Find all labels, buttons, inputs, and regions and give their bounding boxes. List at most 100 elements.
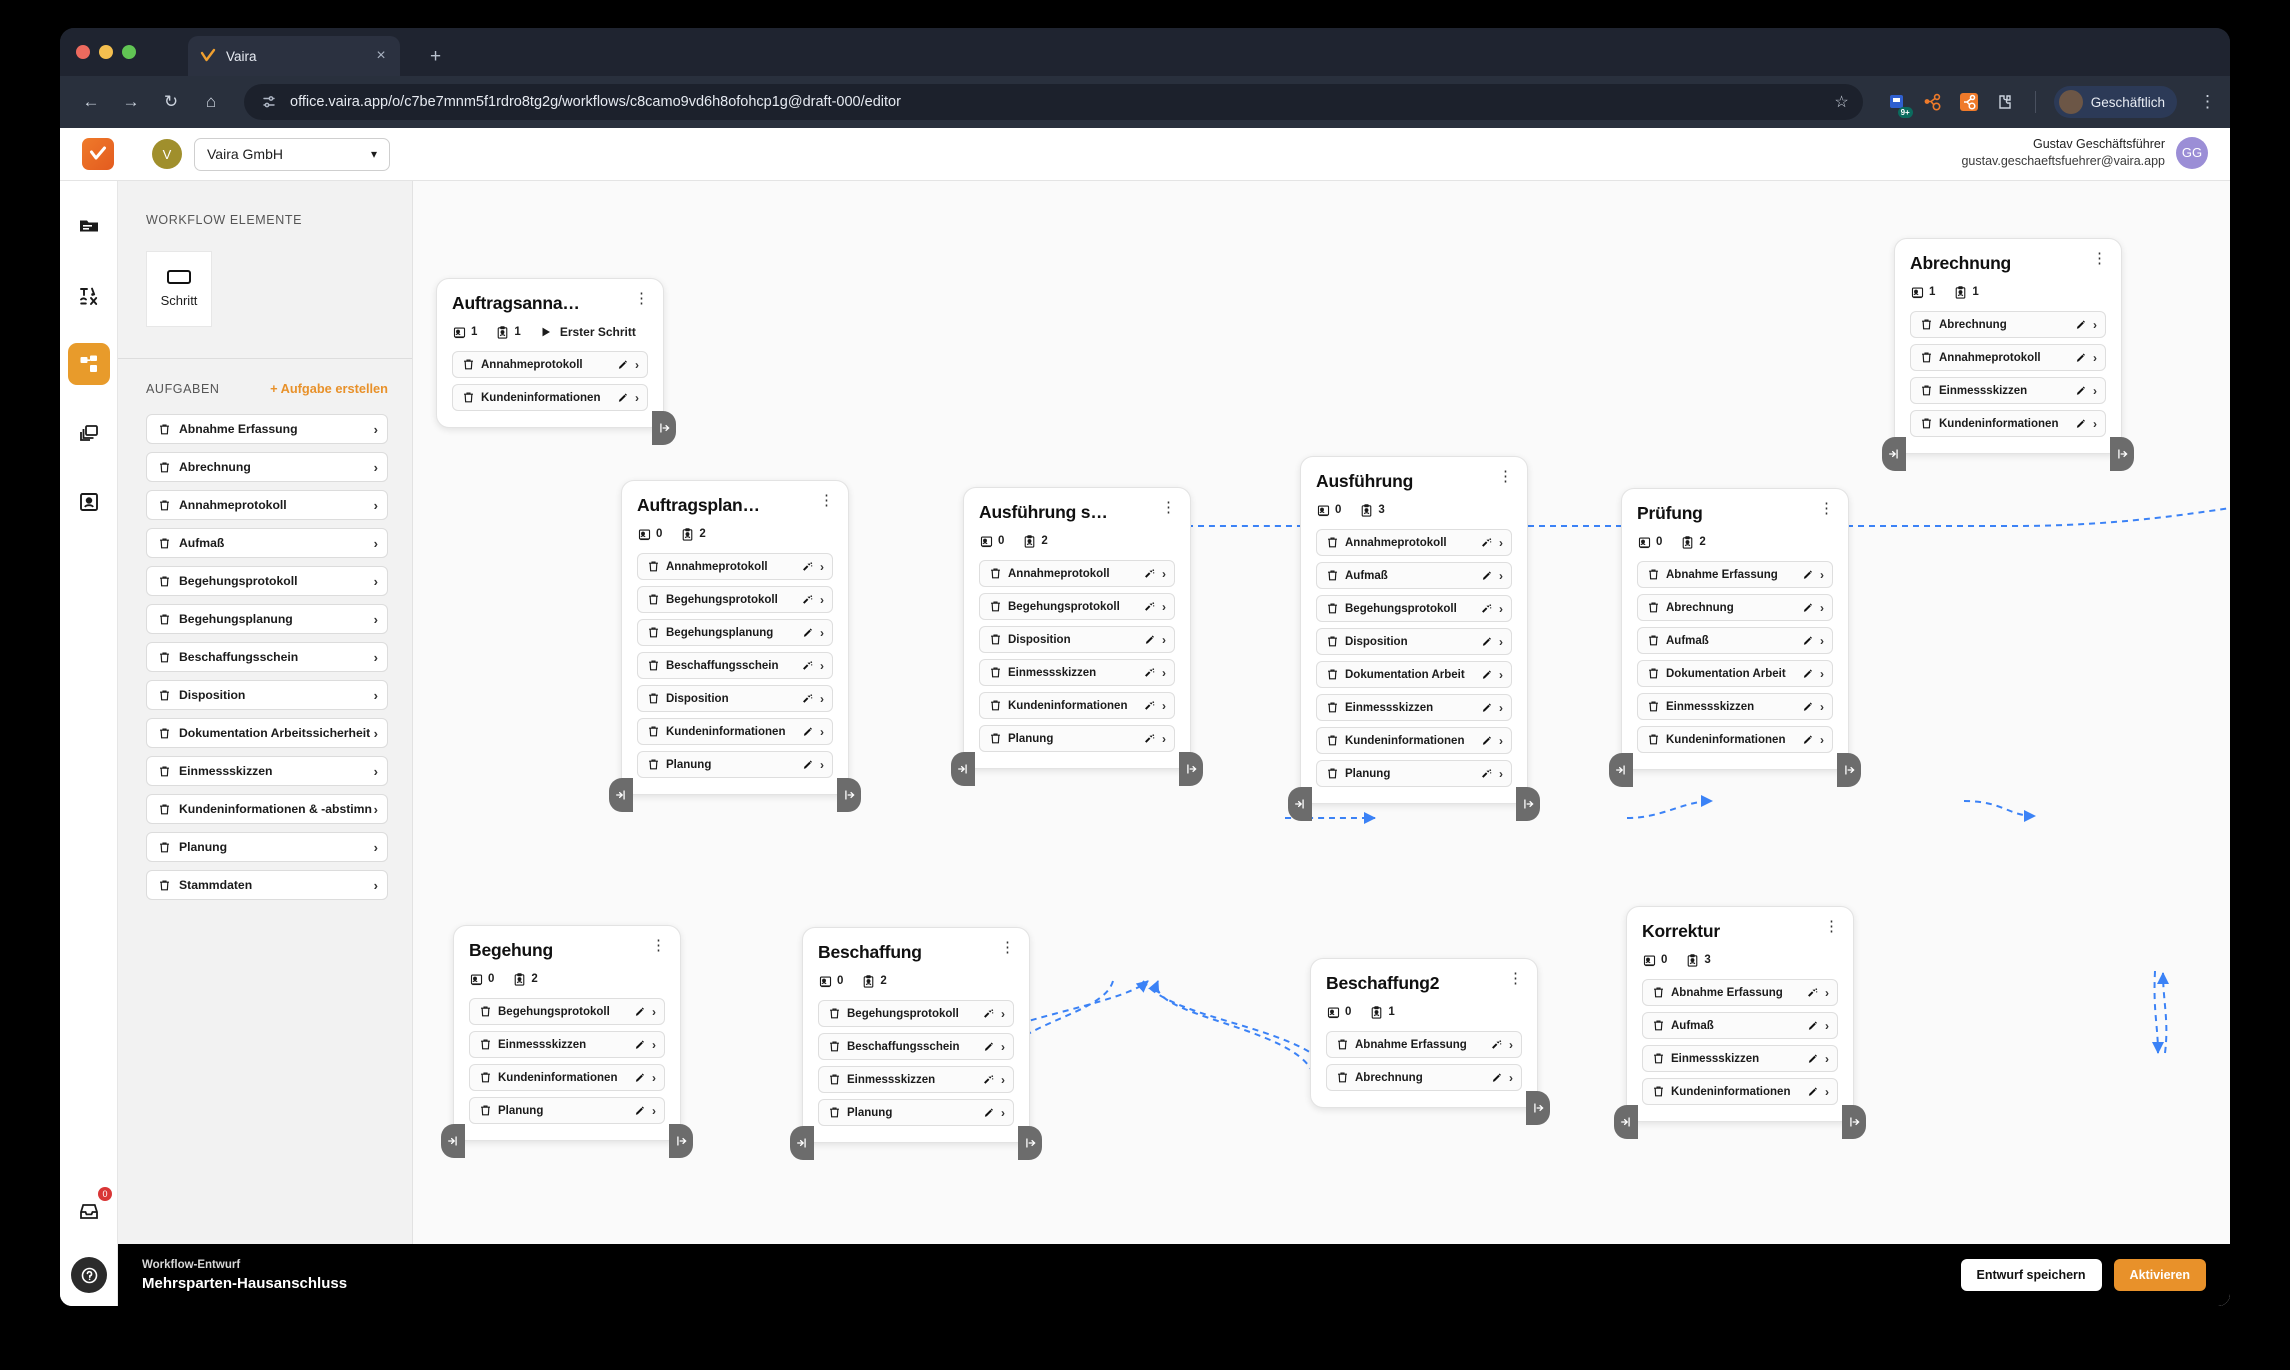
node-task-item[interactable]: Abrechnung› — [1637, 594, 1833, 621]
create-task-button[interactable]: + Aufgabe erstellen — [270, 381, 388, 396]
trash-icon[interactable] — [827, 1007, 841, 1021]
chevron-right-icon[interactable]: › — [1162, 731, 1166, 746]
node-task-item[interactable]: Dokumentation Arbeit› — [1637, 660, 1833, 687]
task-list-item[interactable]: Begehungsplanung› — [146, 604, 388, 634]
node-task-item[interactable]: Einmessskizzen› — [1637, 693, 1833, 720]
chevron-right-icon[interactable]: › — [373, 725, 378, 741]
pencil-icon[interactable] — [1487, 1070, 1502, 1085]
trash-icon[interactable] — [1651, 986, 1665, 1000]
trash-icon[interactable] — [1919, 351, 1933, 365]
trash-icon[interactable] — [1651, 1052, 1665, 1066]
node-output-port[interactable] — [669, 1124, 693, 1158]
wand-icon[interactable] — [798, 658, 813, 673]
node-task-item[interactable]: Planung› — [469, 1097, 665, 1124]
node-output-port[interactable] — [1018, 1126, 1042, 1160]
wand-icon[interactable] — [1140, 665, 1155, 680]
trash-icon[interactable] — [1919, 384, 1933, 398]
trash-icon[interactable] — [1325, 668, 1339, 682]
site-settings-icon[interactable] — [258, 91, 280, 113]
node-task-item[interactable]: Kundeninformationen› — [637, 718, 833, 745]
trash-icon[interactable] — [156, 497, 172, 513]
node-input-port[interactable] — [1882, 437, 1906, 471]
node-task-item[interactable]: Kundeninformationen› — [1637, 726, 1833, 753]
pencil-icon[interactable] — [798, 757, 813, 772]
chevron-right-icon[interactable]: › — [2093, 416, 2097, 431]
chevron-right-icon[interactable]: › — [820, 592, 824, 607]
node-task-item[interactable]: Begehungsplanung› — [637, 619, 833, 646]
chevron-right-icon[interactable]: › — [373, 459, 378, 475]
chevron-right-icon[interactable]: › — [373, 535, 378, 551]
node-menu-icon[interactable]: ⋮ — [819, 492, 834, 509]
node-task-item[interactable]: Aufmaß› — [1642, 1012, 1838, 1039]
node-task-item[interactable]: Beschaffungsschein› — [818, 1033, 1014, 1060]
wand-icon[interactable] — [1140, 599, 1155, 614]
chevron-right-icon[interactable]: › — [1499, 601, 1503, 616]
pencil-icon[interactable] — [1477, 568, 1492, 583]
chevron-right-icon[interactable]: › — [652, 1004, 656, 1019]
node-menu-icon[interactable]: ⋮ — [1161, 499, 1176, 516]
save-draft-button[interactable]: Entwurf speichern — [1960, 1259, 2102, 1291]
chevron-right-icon[interactable]: › — [1499, 733, 1503, 748]
pencil-icon[interactable] — [1798, 699, 1813, 714]
trash-icon[interactable] — [156, 839, 172, 855]
sidebar-item-workflows[interactable] — [67, 343, 110, 385]
trash-icon[interactable] — [827, 1040, 841, 1054]
trash-icon[interactable] — [1325, 734, 1339, 748]
node-task-item[interactable]: Annahmeprotokoll› — [979, 560, 1175, 587]
wand-icon[interactable] — [798, 559, 813, 574]
trash-icon[interactable] — [1335, 1071, 1349, 1085]
chevron-right-icon[interactable]: › — [820, 691, 824, 706]
node-task-item[interactable]: Annahmeprotokoll› — [452, 351, 648, 378]
node-task-item[interactable]: Kundeninformationen› — [1642, 1078, 1838, 1105]
browser-profile-button[interactable]: Geschäftlich — [2053, 86, 2177, 118]
chevron-right-icon[interactable]: › — [1825, 1051, 1829, 1066]
chevron-right-icon[interactable]: › — [652, 1037, 656, 1052]
palette-item-step[interactable]: Schritt — [146, 251, 212, 327]
node-output-port[interactable] — [2110, 437, 2134, 471]
node-task-item[interactable]: Aufmaß› — [1316, 562, 1512, 589]
chevron-right-icon[interactable]: › — [820, 625, 824, 640]
chevron-right-icon[interactable]: › — [373, 573, 378, 589]
node-input-port[interactable] — [1288, 787, 1312, 821]
wand-icon[interactable] — [1803, 985, 1818, 1000]
chevron-right-icon[interactable]: › — [1162, 665, 1166, 680]
pencil-icon[interactable] — [1803, 1084, 1818, 1099]
pencil-icon[interactable] — [1140, 632, 1155, 647]
chevron-right-icon[interactable]: › — [1001, 1105, 1005, 1120]
trash-icon[interactable] — [1325, 602, 1339, 616]
chevron-right-icon[interactable]: › — [1162, 566, 1166, 581]
pencil-icon[interactable] — [1798, 666, 1813, 681]
trash-icon[interactable] — [988, 600, 1002, 614]
trash-icon[interactable] — [461, 391, 475, 405]
trash-icon[interactable] — [646, 593, 660, 607]
pencil-icon[interactable] — [798, 724, 813, 739]
node-task-item[interactable]: Disposition› — [979, 626, 1175, 653]
chevron-right-icon[interactable]: › — [820, 757, 824, 772]
node-task-item[interactable]: Abnahme Erfassung› — [1326, 1031, 1522, 1058]
trash-icon[interactable] — [1919, 318, 1933, 332]
task-list-item[interactable]: Dokumentation Arbeitssicherheit› — [146, 718, 388, 748]
trash-icon[interactable] — [1646, 700, 1660, 714]
node-task-item[interactable]: Einmessskizzen› — [1316, 694, 1512, 721]
pencil-icon[interactable] — [1798, 633, 1813, 648]
node-input-port[interactable] — [609, 778, 633, 812]
wand-icon[interactable] — [798, 592, 813, 607]
node-task-item[interactable]: Einmessskizzen› — [469, 1031, 665, 1058]
node-task-item[interactable]: Planung› — [1316, 760, 1512, 787]
pencil-icon[interactable] — [1477, 733, 1492, 748]
chevron-right-icon[interactable]: › — [1509, 1070, 1513, 1085]
node-menu-icon[interactable]: ⋮ — [2092, 250, 2107, 267]
trash-icon[interactable] — [156, 687, 172, 703]
node-task-item[interactable]: Abrechnung› — [1326, 1064, 1522, 1091]
trash-icon[interactable] — [646, 626, 660, 640]
node-output-port[interactable] — [837, 778, 861, 812]
trash-icon[interactable] — [1646, 634, 1660, 648]
task-list-item[interactable]: Abnahme Erfassung› — [146, 414, 388, 444]
trash-icon[interactable] — [1651, 1085, 1665, 1099]
task-list-item[interactable]: Beschaffungsschein› — [146, 642, 388, 672]
wand-icon[interactable] — [979, 1006, 994, 1021]
chevron-right-icon[interactable]: › — [1820, 732, 1824, 747]
node-task-item[interactable]: Abnahme Erfassung› — [1637, 561, 1833, 588]
